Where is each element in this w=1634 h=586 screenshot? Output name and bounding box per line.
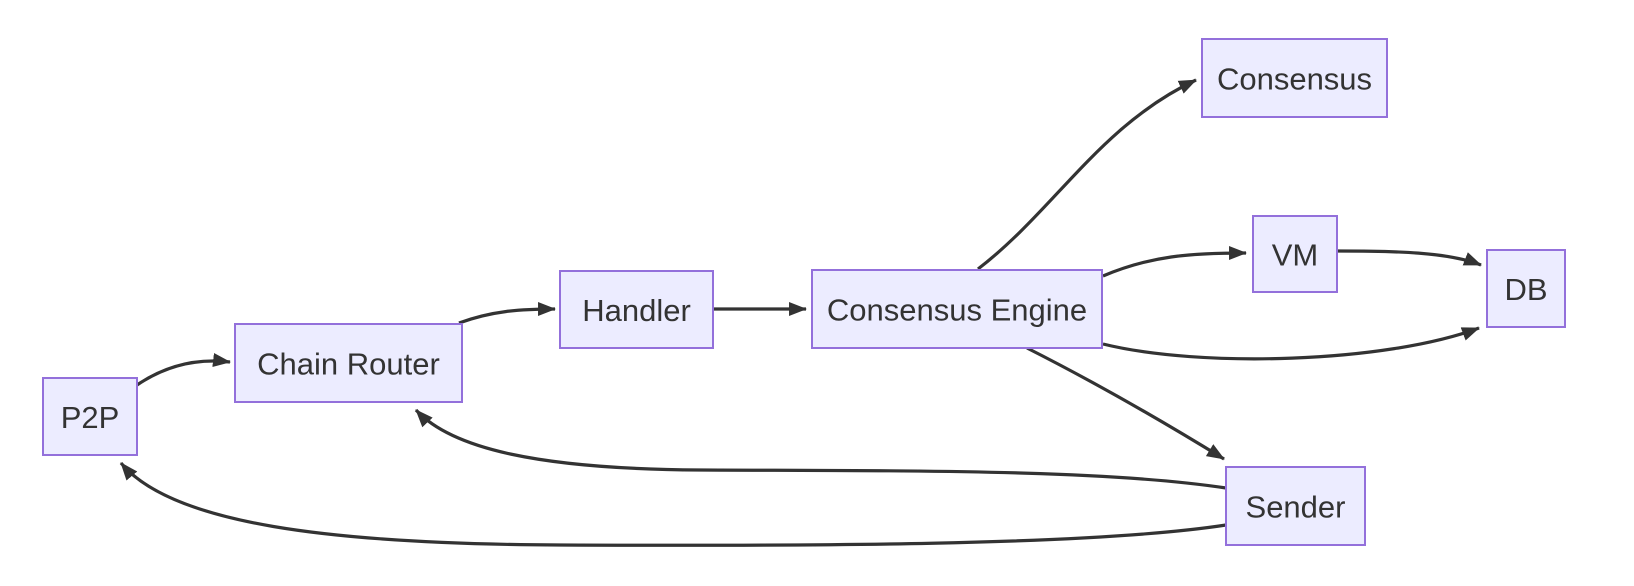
- node-p2p: P2P: [42, 377, 138, 456]
- node-consensus-engine: Consensus Engine: [811, 269, 1103, 349]
- nodes-layer: P2P Chain Router Handler Consensus Engin…: [42, 38, 1566, 546]
- edge-sender-p2p: [119, 461, 1227, 547]
- node-sender-label: Sender: [1246, 490, 1346, 525]
- node-db-label: DB: [1504, 272, 1547, 307]
- node-vm-label: VM: [1272, 238, 1319, 273]
- node-p2p-box: [42, 377, 138, 456]
- node-consensus-box: [1201, 38, 1388, 118]
- node-handler-label: Handler: [582, 293, 691, 328]
- edge-consensus-engine-db: [1102, 326, 1480, 361]
- edges-layer: [119, 78, 1482, 547]
- node-sender: Sender: [1225, 466, 1366, 546]
- node-consensus-engine-box: [811, 269, 1103, 349]
- edge-p2p-chain-router: [136, 353, 231, 387]
- node-p2p-label: P2P: [61, 400, 120, 435]
- node-chain-router-label: Chain Router: [257, 347, 440, 382]
- node-vm: VM: [1252, 215, 1338, 293]
- node-sender-box: [1225, 466, 1366, 546]
- edge-consensus-engine-sender: [1026, 346, 1225, 461]
- node-consensus: Consensus: [1201, 38, 1388, 118]
- node-consensus-label: Consensus: [1217, 62, 1372, 97]
- edge-sender-chain-router: [414, 408, 1227, 490]
- node-db-box: [1486, 249, 1566, 328]
- edge-consensus-engine-vm: [1102, 245, 1247, 278]
- node-handler: Handler: [559, 270, 714, 349]
- node-db: DB: [1486, 249, 1566, 328]
- edge-consensus-engine-consensus: [977, 78, 1197, 271]
- node-chain-router: Chain Router: [234, 323, 463, 403]
- edge-chain-router-handler: [458, 301, 556, 325]
- node-consensus-engine-label: Consensus Engine: [827, 293, 1087, 328]
- edge-vm-db: [1337, 249, 1482, 267]
- node-handler-box: [559, 270, 714, 349]
- node-chain-router-box: [234, 323, 463, 403]
- node-vm-box: [1252, 215, 1338, 293]
